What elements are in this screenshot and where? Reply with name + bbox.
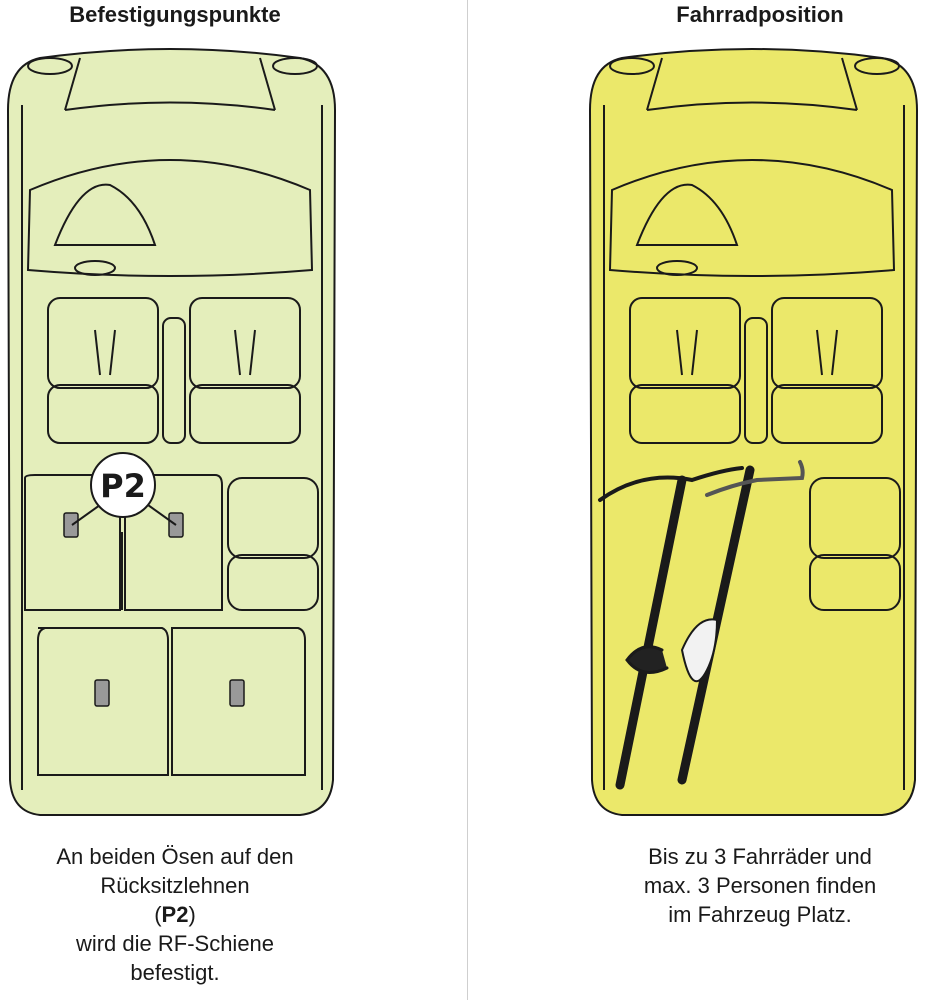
right-caption: Bis zu 3 Fahrräder und max. 3 Personen f… [595, 842, 925, 929]
rear-seat-backs [24, 474, 319, 776]
left-caption-line: (P2) [10, 900, 340, 929]
bicycles [598, 460, 805, 790]
p2-marker-label: P2 [100, 467, 146, 505]
left-caption: An beiden Ösen auf den Rücksitzlehnen (P… [10, 842, 340, 987]
left-caption-line: wird die RF-Schiene [75, 931, 275, 956]
left-caption-line: befestigt. [130, 960, 220, 985]
right-caption-line: im Fahrzeug Platz. [668, 902, 852, 927]
p2-marker-circle [90, 452, 156, 518]
right-caption-line: max. 3 Personen finden [643, 873, 877, 898]
left-title: Befestigungspunkte [69, 2, 281, 27]
rear-seat [809, 477, 901, 611]
right-caption-line: Bis zu 3 Fahrräder und [648, 844, 872, 869]
left-caption-line: Rücksitzlehnen [100, 873, 250, 898]
left-caption-line: An beiden Ösen auf den [56, 844, 294, 869]
p2-reference: P2 [161, 902, 189, 927]
right-car [589, 48, 918, 816]
left-car: P2 [7, 48, 336, 816]
right-title: Fahrradposition [676, 2, 844, 27]
eyelet-markers [63, 504, 245, 707]
paren-open: ( [154, 902, 162, 927]
paren-close: ) [188, 902, 196, 927]
panel-divider [467, 0, 468, 1000]
